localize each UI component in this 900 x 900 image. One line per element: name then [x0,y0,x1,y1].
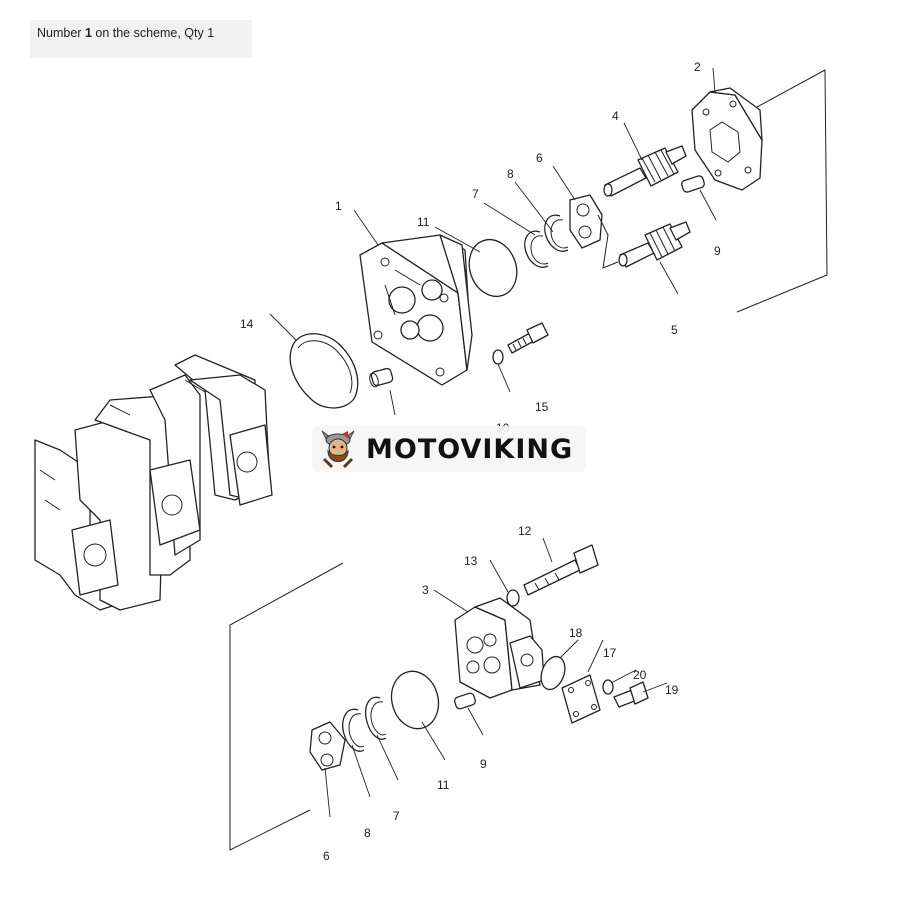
part-4-gear-shaft [603,145,687,197]
callout-13: 13 [464,554,478,568]
callout-11-lower: 11 [437,778,450,792]
part-15-bolt [492,322,549,365]
part-pin [369,367,394,388]
callout-11: 11 [417,215,430,229]
lower-box-frame [229,562,344,851]
part-5-gear-shaft [618,221,691,268]
part-14-gasket [289,333,359,409]
part-11-oring-lower [390,670,440,730]
callout-20: 20 [633,668,647,682]
watermark-brand: MOTOVIKING [366,433,574,465]
callout-5: 5 [671,323,678,337]
viking-mascot-icon [321,430,355,469]
callout-7-lower: 7 [393,809,400,823]
part-3-cover [454,597,545,699]
scheme-caption: Number 1 on the scheme, Qty 1 [30,20,252,58]
part-18-oring [540,655,566,691]
callout-6-lower: 6 [323,849,330,863]
part-19-bolt [613,681,649,708]
callout-14: 14 [240,317,254,331]
part-8-ring-lower [342,708,365,752]
callout-18: 18 [569,626,583,640]
part-9-pin-upper [681,175,705,193]
part-17-plate [561,674,601,724]
callout-9: 9 [714,244,721,258]
part-13-washer [506,589,520,607]
callout-15: 15 [535,400,549,414]
callout-9-lower: 9 [480,757,487,771]
callout-17: 17 [603,646,617,660]
callout-2: 2 [694,60,701,74]
part-12-bolt [523,544,599,596]
motoviking-watermark: MOTOVIKING [312,426,586,472]
leader-lines [269,67,717,818]
part-20-washer [602,679,614,695]
part-2-gear-housing [691,87,763,191]
callout-8-lower: 8 [364,826,371,840]
part-6-seal-plate-upper [569,194,603,249]
callout-6: 6 [536,151,543,165]
part-1-plate [359,234,473,386]
upper-box-frame [736,69,828,313]
callout-12: 12 [518,524,532,538]
part-11-oring-upper [468,238,518,298]
callout-19: 19 [665,683,679,697]
part-7-ring-lower [365,696,387,740]
part-9-pin-lower [454,692,476,710]
part-7-ring-upper [524,230,549,268]
callout-3: 3 [422,583,429,597]
pump-housing-assembly [34,354,273,611]
upper-connector-lines [597,214,619,269]
callout-1: 1 [335,199,342,213]
part-6-seal-plate-lower [309,721,346,771]
callout-4: 4 [612,109,619,123]
callout-7: 7 [472,187,479,201]
callout-8: 8 [507,167,514,181]
part-8-ring-upper [544,214,569,252]
